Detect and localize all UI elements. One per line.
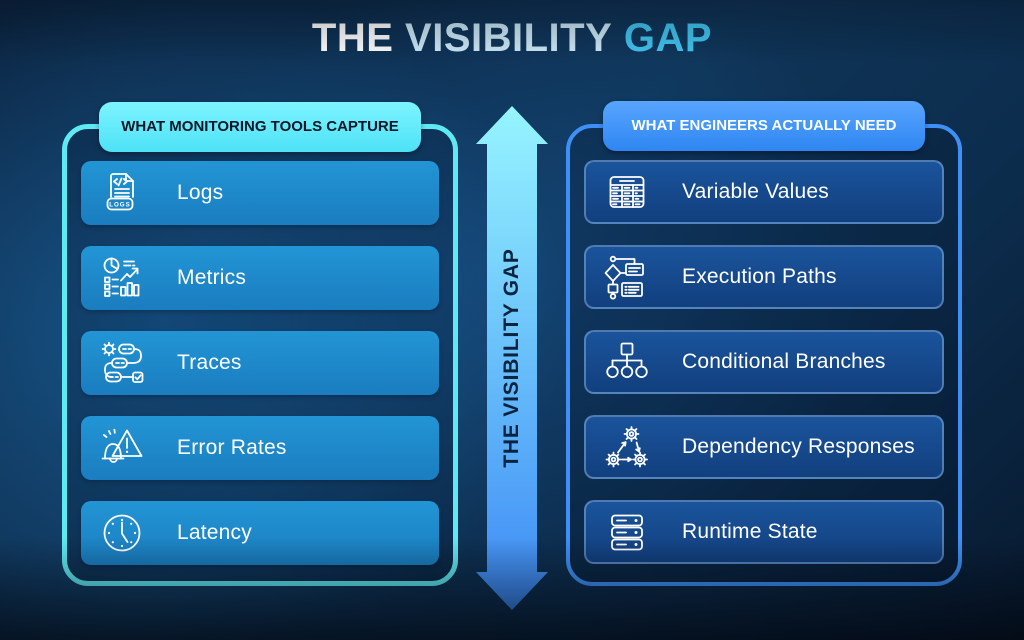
metrics-icon — [93, 254, 151, 302]
right-panel-items: Variable Values Exe — [570, 128, 958, 582]
traces-icon — [93, 339, 151, 387]
svg-text:LOGS: LOGS — [109, 202, 131, 209]
page-title: THE VISIBILITY GAP — [0, 16, 1024, 61]
list-item-error-rates: Error Rates — [81, 416, 439, 480]
left-panel: WHAT MONITORING TOOLS CAPTURE LOGS Logs — [62, 102, 458, 586]
logs-icon: LOGS — [93, 169, 151, 217]
item-label: Error Rates — [177, 436, 287, 459]
item-label: Dependency Responses — [682, 435, 915, 458]
list-item-variable-values: Variable Values — [584, 160, 944, 224]
table-icon — [598, 168, 656, 216]
item-label: Conditional Branches — [682, 350, 886, 373]
title-word-gap: GAP — [623, 16, 713, 60]
clock-icon — [93, 509, 151, 557]
list-item-metrics: Metrics — [81, 246, 439, 310]
right-panel: WHAT ENGINEERS ACTUALLY NEED Variable Va… — [566, 101, 962, 586]
title-word-the: THE — [311, 16, 394, 60]
item-label: Latency — [177, 521, 252, 544]
item-label: Execution Paths — [682, 265, 837, 288]
item-label: Variable Values — [682, 180, 829, 203]
item-label: Runtime State — [682, 520, 818, 543]
item-label: Metrics — [177, 266, 247, 289]
server-stack-icon — [598, 508, 656, 556]
left-panel-items: LOGS Logs — [67, 129, 453, 581]
right-panel-header: WHAT ENGINEERS ACTUALLY NEED — [603, 101, 925, 151]
error-alert-icon — [93, 424, 151, 472]
list-item-traces: Traces — [81, 331, 439, 395]
item-label: Traces — [177, 351, 242, 374]
list-item-execution-paths: Execution Paths — [584, 245, 944, 309]
flowchart-icon — [598, 253, 656, 301]
gears-icon — [598, 423, 656, 471]
list-item-latency: Latency — [81, 501, 439, 565]
left-panel-header: WHAT MONITORING TOOLS CAPTURE — [99, 102, 421, 152]
gap-arrow-label: THE VISIBILITY GAP — [500, 248, 523, 468]
title-word-visibility: VISIBILITY — [405, 16, 613, 60]
list-item-conditional-branches: Conditional Branches — [584, 330, 944, 394]
list-item-runtime-state: Runtime State — [584, 500, 944, 564]
item-label: Logs — [177, 181, 224, 204]
list-item-dependency-responses: Dependency Responses — [584, 415, 944, 479]
tree-diagram-icon — [598, 338, 656, 386]
list-item-logs: LOGS Logs — [81, 161, 439, 225]
